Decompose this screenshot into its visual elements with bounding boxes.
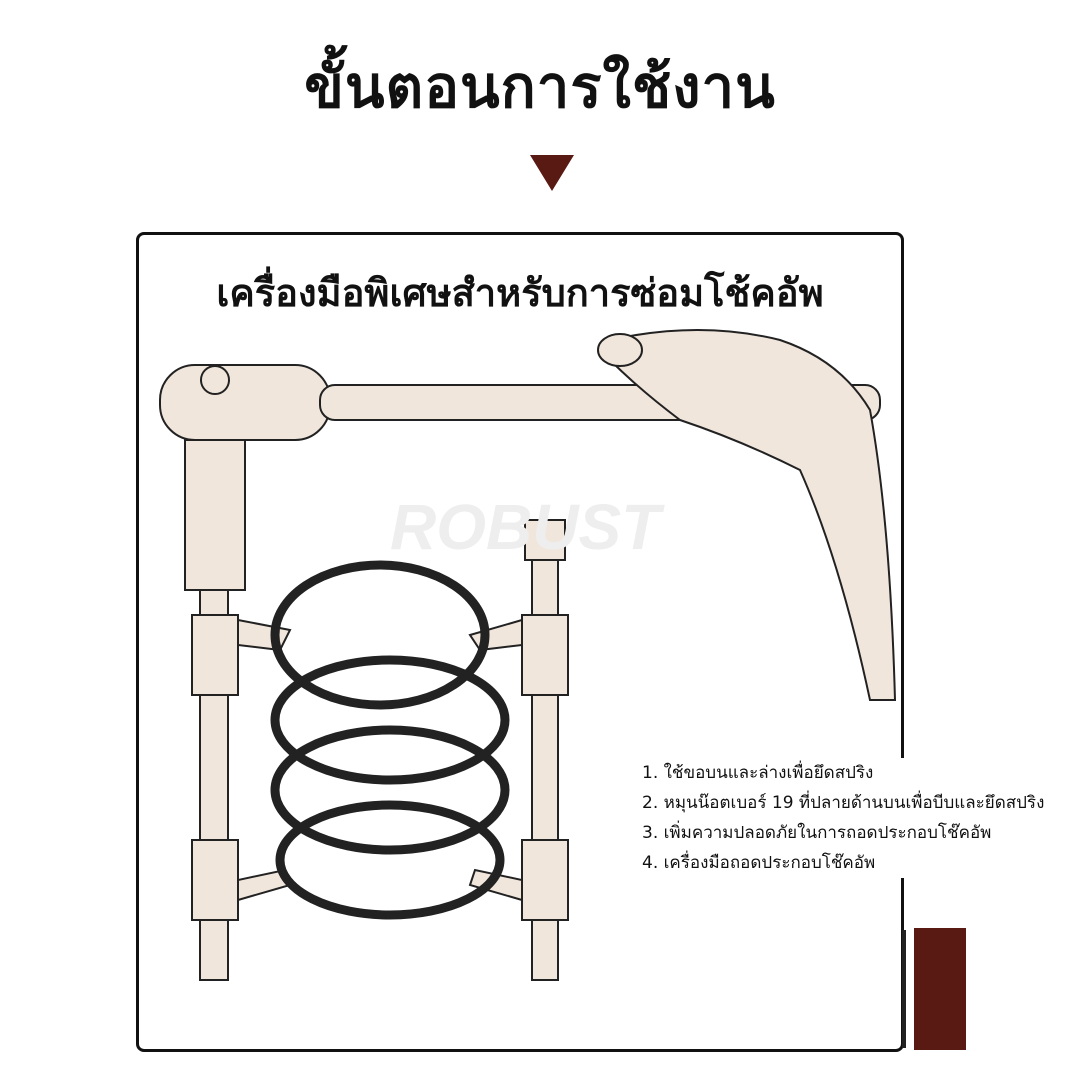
- illustration-frame: [136, 232, 904, 1052]
- steps-list: 1. ใช้ขอบนและล่างเพื่อยึดสปริง 2. หมุนน๊…: [642, 758, 1053, 878]
- step-item: 4. เครื่องมือถอดประกอบโช๊คอัพ: [642, 853, 876, 873]
- down-arrow-icon: [530, 155, 574, 191]
- right-threaded-rod: [468, 519, 569, 981]
- decorative-block: [914, 928, 966, 1050]
- watermark: ROBUST: [390, 491, 661, 563]
- decorative-line: [902, 930, 906, 1048]
- spring-compressor-illustration: [159, 329, 897, 981]
- step-item: 2. หมุนน๊อตเบอร์ 19 ที่ปลายด้านบนเพื่อบี…: [642, 793, 1045, 813]
- left-threaded-rod: [191, 589, 292, 981]
- hand: [597, 329, 897, 701]
- step-item: 3. เพิ่มความปลอดภัยในการถอดประกอบโช๊คอัพ: [642, 823, 992, 843]
- coil-spring: [270, 560, 510, 920]
- page-title: ขั้นตอนการใช้งาน: [304, 53, 776, 121]
- panel-subtitle: เครื่องมือพิเศษสำหรับการซ่อมโช้คอัพ: [216, 271, 824, 315]
- step-item: 1. ใช้ขอบนและล่างเพื่อยึดสปริง: [642, 763, 874, 783]
